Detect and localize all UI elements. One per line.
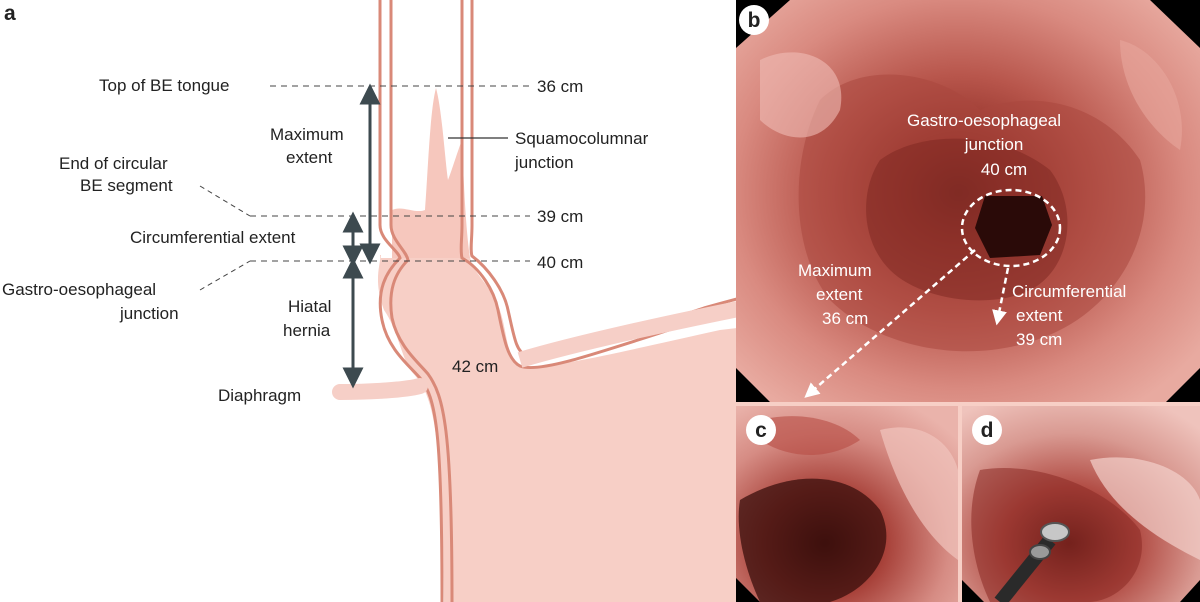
panel-b-gej-line3: 40 cm (981, 160, 1027, 179)
dash-gej-leader (199, 260, 251, 291)
panel-b-circ-line3: 39 cm (1016, 330, 1062, 349)
panel-b-lumen (975, 196, 1052, 258)
panel-c-badge (746, 415, 776, 445)
panel-b-gej-circle (960, 188, 1062, 268)
measure-40cm: 40 cm (537, 253, 583, 272)
panel-b-max-line3: 36 cm (822, 309, 868, 328)
panel-b-endoscopy: b Gastro-oesophageal junction 40 cm Maxi… (736, 0, 1200, 402)
label-diaphragm: Diaphragm (218, 386, 301, 405)
label-squamocolumnar-junction: junction (514, 153, 574, 172)
label-gastro-oesophageal: Gastro-oesophageal (2, 280, 156, 299)
label-maximum: Maximum (270, 125, 344, 144)
dash-end-circular-leader (199, 185, 251, 217)
panel-b-circ-line1: Circumferential (1012, 282, 1126, 301)
label-hiatal: Hiatal (288, 297, 331, 316)
panel-b-letter: b (748, 9, 761, 32)
label-extent: extent (286, 148, 333, 167)
label-squamocolumnar: Squamocolumnar (515, 129, 649, 148)
label-circumferential-extent: Circumferential extent (130, 228, 296, 247)
panel-b-max-line2: extent (816, 285, 863, 304)
panel-b-circ-line2: extent (1016, 306, 1063, 325)
panel-b-max-line1: Maximum (798, 261, 872, 280)
label-end-of-circular: End of circular (59, 154, 168, 173)
panel-d-endoscopy: d (962, 406, 1200, 602)
panel-b-arrow-maximum (804, 249, 976, 398)
panel-d-letter: d (981, 419, 994, 442)
measure-39cm: 39 cm (537, 207, 583, 226)
measure-36cm: 36 cm (537, 77, 583, 96)
panel-b-gej-line1: Gastro-oesophageal (907, 111, 1061, 130)
panel-d-badge (972, 415, 1002, 445)
label-top-be-tongue: Top of BE tongue (99, 76, 229, 95)
label-junction: junction (119, 304, 179, 323)
diaphragm-band (332, 378, 428, 400)
oesophagus-wall-left (378, 0, 444, 602)
panel-d-forceps (994, 522, 1070, 602)
label-be-segment: BE segment (80, 176, 173, 195)
panel-c-endoscopy: c (736, 406, 958, 602)
panel-b-badge (739, 5, 769, 35)
label-hernia: hernia (283, 321, 331, 340)
panel-b-gej-line2: junction (964, 135, 1024, 154)
panel-a-letter: a (4, 2, 16, 25)
panel-b-arrow-circumferential (992, 267, 1010, 326)
measure-42cm: 42 cm (452, 357, 498, 376)
panel-c-letter: c (755, 419, 767, 442)
